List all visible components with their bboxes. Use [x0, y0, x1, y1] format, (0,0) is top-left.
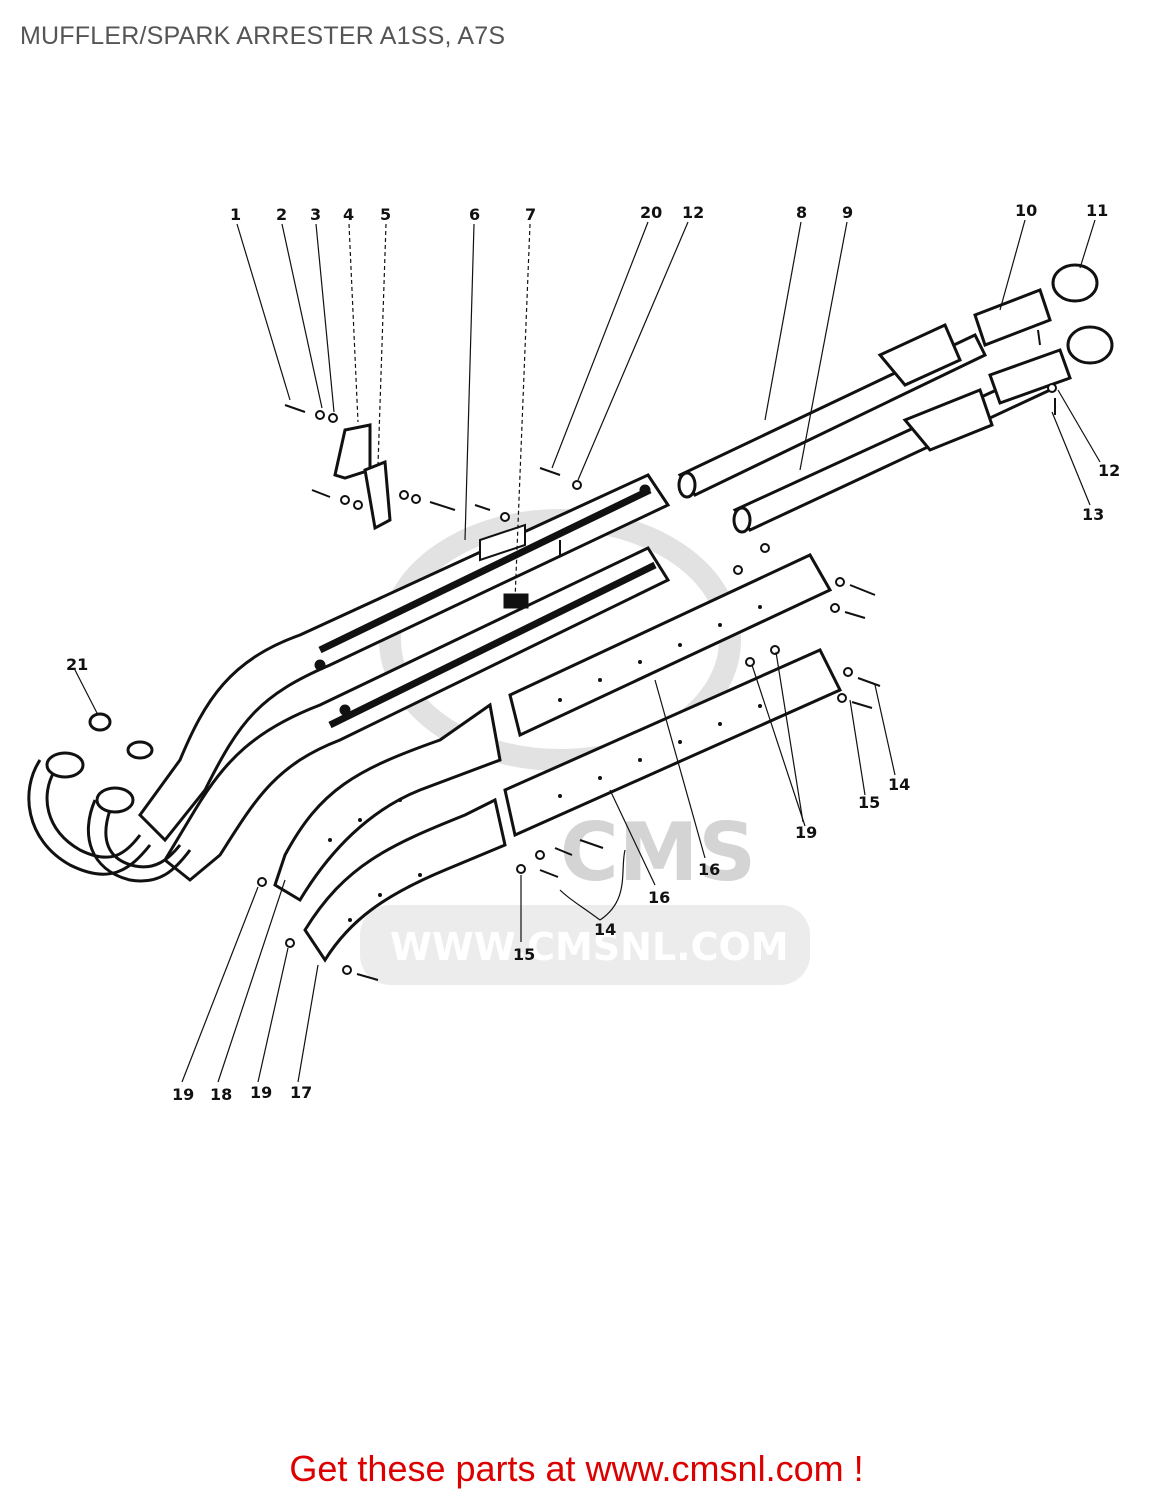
callout-5: 5	[380, 205, 391, 224]
callout-19-left: 19	[172, 1085, 194, 1104]
watermark-url: WWW.CMSNL.COM	[390, 925, 789, 969]
leader-lines	[74, 219, 1101, 1083]
page-title: MUFFLER/SPARK ARRESTER A1SS, A7S	[20, 22, 506, 50]
callout-18: 18	[210, 1085, 232, 1104]
callout-16-lower: 16	[648, 888, 670, 907]
callout-14-bottom: 14	[594, 920, 616, 939]
callout-4: 4	[343, 205, 354, 224]
heat-guard-perforation	[328, 605, 762, 922]
callout-14-right: 14	[888, 775, 910, 794]
callout-12-right: 12	[1098, 461, 1120, 480]
exhaust-gaskets	[88, 712, 154, 760]
callout-19-mid: 19	[250, 1083, 272, 1102]
callout-3: 3	[310, 205, 321, 224]
callout-19-right: 19	[795, 823, 817, 842]
callout-13: 13	[1082, 505, 1104, 524]
callout-7: 7	[525, 205, 536, 224]
exhaust-pipe-assembly	[27, 751, 192, 883]
callout-2: 2	[276, 205, 287, 224]
callout-21: 21	[66, 655, 88, 674]
fasteners	[257, 329, 1057, 981]
muffler-body-upper	[138, 473, 671, 843]
callout-1: 1	[230, 205, 241, 224]
tail-pipe-lower	[732, 368, 1053, 534]
muffler-body-lower	[163, 546, 671, 882]
callout-12-top: 12	[682, 203, 704, 222]
callout-20: 20	[640, 203, 662, 222]
tail-pipe-upper	[677, 322, 988, 499]
callout-15-right: 15	[858, 793, 880, 812]
callout-labels: 1 2 3 4 5 6 7 20 12 8 9 10 11 12 13 21 1…	[66, 201, 1120, 1104]
callout-6: 6	[469, 205, 480, 224]
watermark-url-plate	[360, 905, 810, 985]
callout-8: 8	[796, 203, 807, 222]
callout-11: 11	[1086, 201, 1108, 220]
pipe-tips	[973, 263, 1114, 405]
exploded-parts-diagram: CMS WWW.CMSNL.COM	[27, 201, 1120, 1104]
callout-17: 17	[290, 1083, 312, 1102]
heat-guard-upper	[273, 553, 833, 903]
callout-10: 10	[1015, 201, 1037, 220]
mounting-brackets	[333, 423, 392, 531]
callout-15-bottom: 15	[513, 945, 535, 964]
callout-16-upper: 16	[698, 860, 720, 879]
watermark-logo: CMS	[560, 806, 756, 899]
get-parts-link[interactable]: Get these parts at www.cmsnl.com !	[289, 1448, 864, 1489]
callout-9: 9	[842, 203, 853, 222]
